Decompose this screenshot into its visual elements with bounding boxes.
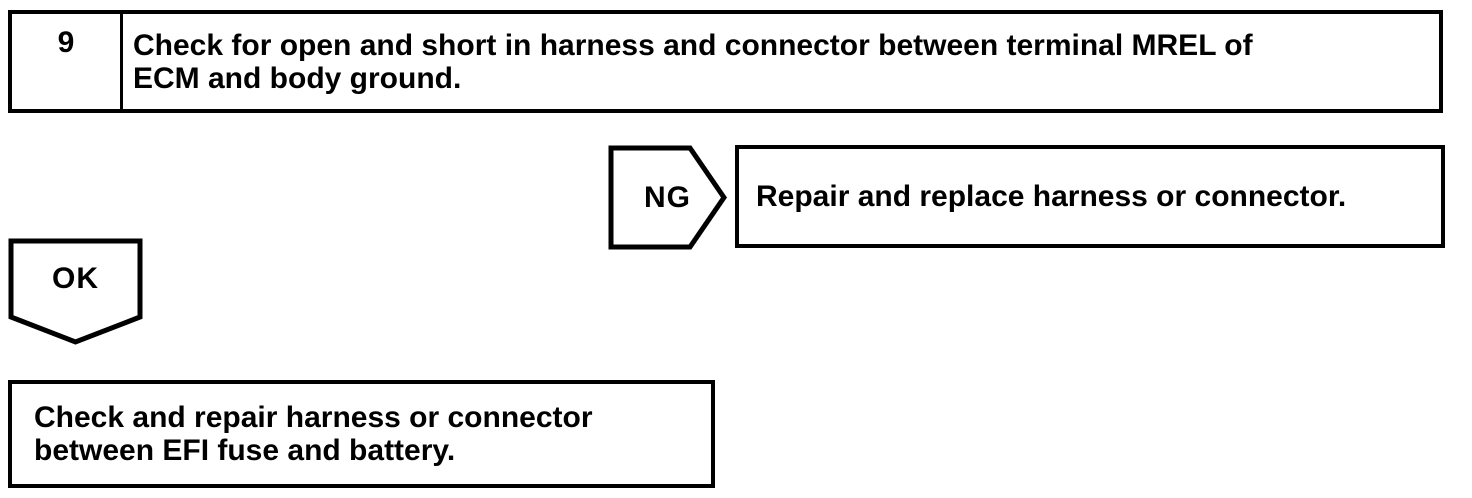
ok-action-box: Check and repair harness or connector be…	[8, 380, 715, 488]
ok-action-line-2: between EFI fuse and battery.	[34, 434, 456, 467]
step-instruction: Check for open and short in harness and …	[123, 14, 1439, 109]
ok-label: OK	[52, 261, 99, 295]
step-box: 9 Check for open and short in harness an…	[8, 10, 1443, 113]
ng-connector-shape: NG	[608, 145, 727, 250]
ok-pentagon-icon	[8, 238, 143, 345]
ng-action-box: Repair and replace harness or connector.	[735, 145, 1445, 248]
step-instruction-line-1: Check for open and short in harness and …	[133, 28, 1253, 62]
step-number: 9	[12, 14, 123, 109]
ng-action-text: Repair and replace harness or connector.	[756, 180, 1347, 213]
ng-pentagon-icon	[608, 145, 727, 250]
ng-label: NG	[644, 180, 691, 214]
ok-connector-shape: OK	[8, 238, 143, 345]
step-instruction-line-2: ECM and body ground.	[133, 61, 462, 95]
ok-action-line-1: Check and repair harness or connector	[34, 401, 593, 434]
